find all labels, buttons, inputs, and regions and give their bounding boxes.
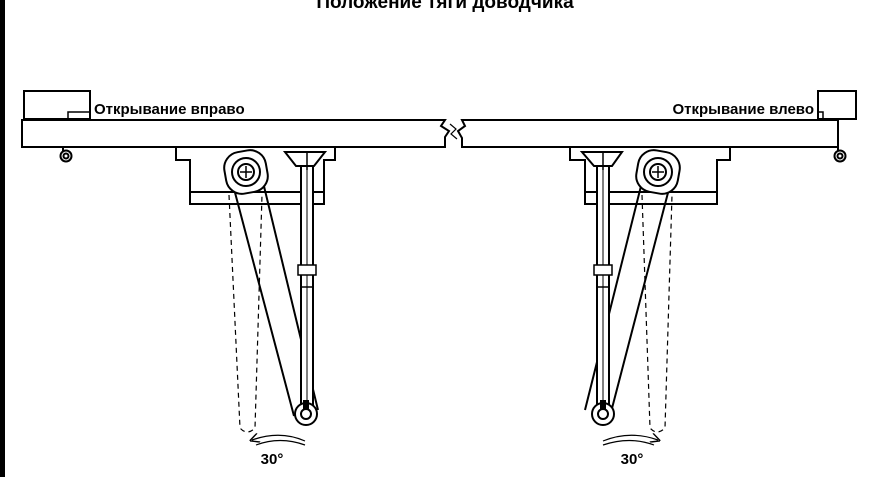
angle-label-right: 30° xyxy=(621,451,644,468)
closer-right xyxy=(569,146,731,446)
frame-right xyxy=(817,90,857,163)
door-leaf xyxy=(21,119,839,148)
frame-left xyxy=(23,90,91,163)
diagram-title: Положение тяги доводчика xyxy=(316,0,574,13)
closer-left xyxy=(175,146,336,446)
label-open-right: Открывание вправо xyxy=(94,101,245,118)
angle-label-left: 30° xyxy=(261,451,284,468)
label-open-left: Открывание влево xyxy=(672,101,814,118)
left-border xyxy=(0,0,5,477)
